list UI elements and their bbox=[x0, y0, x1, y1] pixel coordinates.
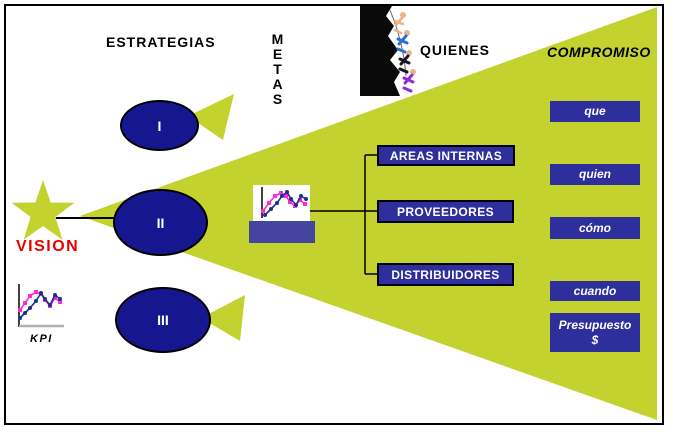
expanding-cone-shape bbox=[80, 7, 657, 420]
climber-3 bbox=[398, 50, 412, 74]
commitment-box-cuando: cuando bbox=[550, 281, 640, 301]
commitment-box-como-label: cómo bbox=[578, 220, 611, 235]
commitment-box-cuando-label: cuando bbox=[573, 283, 617, 298]
chart-caption-bar bbox=[249, 221, 315, 243]
commitment-box-quien-label: quien bbox=[579, 167, 611, 181]
metric-line-chart-icon bbox=[261, 187, 309, 218]
commitment-box-que: que bbox=[550, 101, 640, 122]
strategy-ellipse-1-label: I bbox=[157, 117, 162, 134]
commitment-box-como: cómo bbox=[550, 217, 640, 239]
strategy-ellipse-1: I bbox=[120, 100, 199, 151]
climber-4 bbox=[402, 69, 416, 93]
kpi-label: KPI bbox=[30, 333, 53, 345]
who-box-areas-internas-label: AREAS INTERNAS bbox=[389, 148, 503, 163]
kpi-line-chart-icon bbox=[18, 284, 64, 328]
strategy-ellipse-3: III bbox=[115, 287, 211, 353]
commitment-box-presupuesto-label: Presupuesto bbox=[558, 317, 632, 332]
compromiso-heading: COMPROMISO bbox=[547, 44, 651, 60]
strategy-arrow-1-icon bbox=[188, 94, 234, 140]
who-box-areas-internas: AREAS INTERNAS bbox=[377, 145, 515, 166]
who-box-proveedores-label: PROVEEDORES bbox=[396, 204, 495, 219]
strategy-ellipse-2-label: II bbox=[156, 214, 165, 231]
climber-2 bbox=[396, 30, 410, 54]
commitment-box-que-label: que bbox=[584, 104, 606, 118]
vision-star-shape bbox=[11, 180, 75, 240]
rock-climbers-image bbox=[360, 6, 416, 96]
metric-chart-panel bbox=[253, 185, 310, 221]
climber-1 bbox=[393, 12, 406, 35]
commitment-box-quien: quien bbox=[550, 164, 640, 185]
who-box-distribuidores: DISTRIBUIDORES bbox=[377, 263, 514, 286]
strategy-ellipse-2: II bbox=[113, 189, 208, 256]
commitment-box-presupuesto: Presupuesto $ bbox=[550, 313, 640, 352]
who-box-proveedores: PROVEEDORES bbox=[377, 200, 514, 223]
strategy-arrow-3-icon bbox=[201, 295, 245, 341]
who-box-distribuidores-label: DISTRIBUIDORES bbox=[391, 267, 500, 282]
commitment-box-presupuesto-currency: $ bbox=[591, 332, 599, 347]
vision-label: VISION bbox=[16, 238, 80, 255]
quienes-heading: QUIENES bbox=[420, 42, 491, 58]
metas-heading: METAS bbox=[271, 31, 284, 107]
estrategias-heading: ESTRATEGIAS bbox=[106, 34, 216, 50]
strategy-ellipse-3-label: III bbox=[157, 312, 169, 328]
